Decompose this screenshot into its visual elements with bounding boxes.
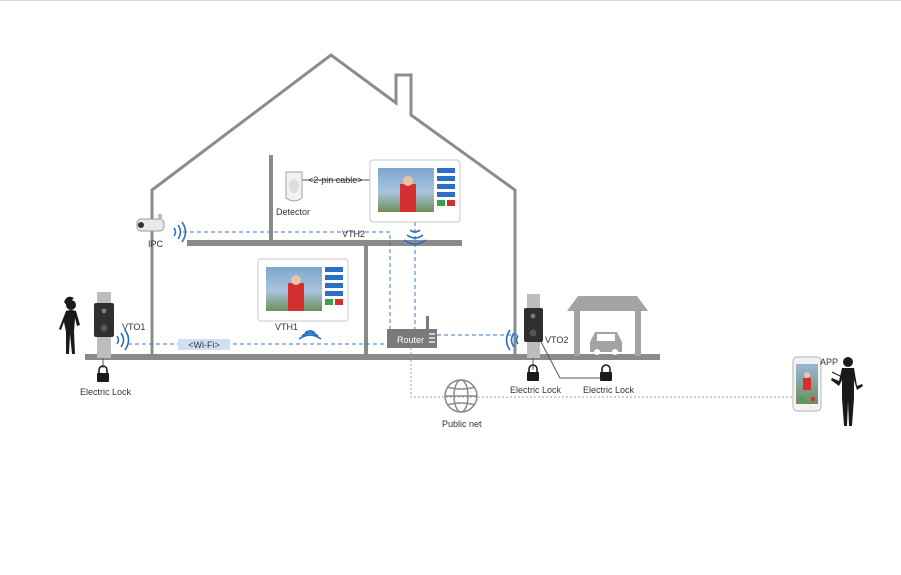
ground-floor-line	[85, 354, 660, 360]
network-links	[128, 222, 520, 345]
lock2-label: Electric Lock	[510, 385, 562, 395]
wifi-icon	[116, 329, 130, 351]
padlock-icon	[527, 364, 539, 381]
detector-icon	[285, 171, 303, 202]
person-icon	[59, 296, 80, 354]
door-station-icon	[94, 292, 114, 358]
ipc-label: IPC	[148, 239, 164, 249]
monitor-icon	[369, 159, 461, 223]
door-station-icon	[524, 294, 543, 358]
person-icon	[831, 357, 863, 426]
wifi-icon	[298, 330, 322, 340]
house-outline	[150, 53, 517, 358]
wifi-label: <Wi-Fi>	[188, 340, 220, 350]
camera-icon	[136, 214, 165, 232]
wifi-bar	[178, 339, 230, 350]
monitor-icon	[257, 258, 349, 322]
vth2-label: VTH2	[342, 229, 365, 239]
person-gesture-line	[831, 371, 843, 378]
lock3-label: Electric Lock	[583, 385, 635, 395]
car-icon	[590, 332, 622, 355]
vto1-label: VTO1	[122, 322, 145, 332]
cable-label: <2-pin cable>	[308, 175, 363, 185]
vth1-label: VTH1	[275, 322, 298, 332]
router-label: Router	[397, 335, 424, 345]
globe-icon	[444, 379, 478, 413]
wifi-icon	[173, 221, 187, 243]
vto2-label: VTO2	[545, 335, 568, 345]
public-net-label: Public net	[442, 419, 482, 429]
top-divider	[0, 0, 901, 1]
phone-icon	[792, 356, 822, 412]
wifi-icon	[403, 229, 427, 245]
upper-floor-slab	[187, 240, 462, 246]
padlock-icon	[97, 365, 109, 382]
router-icon	[387, 316, 437, 348]
wifi-icon	[505, 329, 519, 351]
garage	[567, 296, 648, 356]
interior-wall-upper	[269, 155, 273, 243]
interior-wall-lower	[364, 246, 368, 356]
internet-link	[410, 348, 793, 398]
lock1-label: Electric Lock	[80, 387, 132, 397]
app-label: APP	[820, 357, 838, 367]
detector-label: Detector	[276, 207, 310, 217]
padlock-icon	[600, 364, 612, 381]
